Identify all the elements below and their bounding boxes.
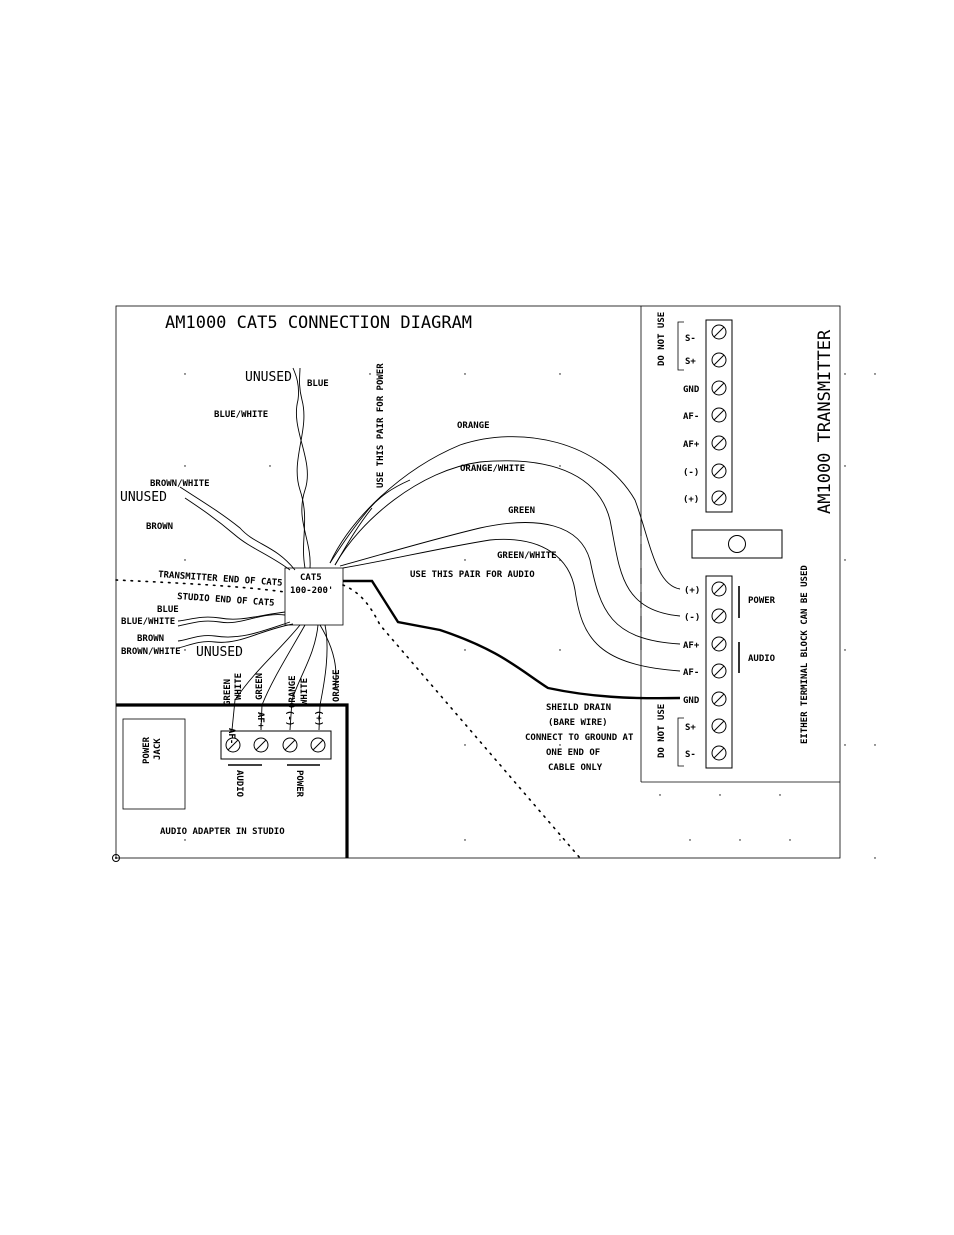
do-not-use-bracket (677, 717, 684, 767)
bottom-terminal-label: S+ (685, 723, 696, 733)
frame-corner-marker (112, 854, 120, 862)
bottom-terminal-block (705, 575, 733, 769)
shield-note-line: CONNECT TO GROUND AT (525, 733, 634, 743)
blue-white-wire-left (177, 614, 286, 627)
studio-wire-label: GREEN (255, 673, 265, 700)
top-terminal-block (705, 319, 733, 513)
transmitter-audio-label: AUDIO (748, 654, 776, 664)
transmitter-title: AM1000 TRANSMITTER (815, 329, 835, 514)
blue-label: BLUE (307, 379, 329, 389)
studio-audio-label: AUDIO (234, 770, 244, 798)
studio-terminal-label: AF- (226, 728, 236, 744)
blue-wire-left (177, 611, 286, 622)
unused-label: UNUSED (245, 370, 292, 385)
studio-wire-label: WHITE (234, 673, 244, 700)
unused-label: UNUSED (120, 490, 167, 505)
green-label: GREEN (508, 506, 535, 516)
diagram-title: AM1000 CAT5 CONNECTION DIAGRAM (165, 313, 472, 333)
shield-note-line: (BARE WIRE) (548, 718, 608, 728)
unused-label: UNUSED (196, 645, 243, 660)
shield-note-line: ONE END OF (546, 748, 600, 758)
drawing-frame (115, 305, 841, 859)
studio-adapter-enclosure (116, 703, 349, 858)
bottom-terminal-label: (+) (684, 586, 700, 596)
brown-white-wire-top (179, 486, 296, 571)
top-do-not-use-label: DO NOT USE (657, 312, 667, 366)
studio-green-wire (231, 624, 301, 731)
power-jack (122, 718, 186, 810)
orange-white-label: ORANGE/WHITE (460, 464, 525, 474)
studio-green-white-wire (260, 624, 306, 731)
grid-dots (184, 373, 876, 859)
studio-wire-label: ORANGE (332, 669, 342, 702)
bottom-terminal-label: S- (685, 750, 696, 760)
top-terminal-label: AF- (683, 412, 699, 422)
brown-wire-top (184, 497, 291, 571)
studio-terminal-label: AF+ (255, 712, 265, 729)
brown-white-wire-left (177, 623, 294, 649)
top-terminal-label: AF+ (683, 440, 700, 450)
studio-terminal-block (220, 730, 332, 760)
shield-drain-wire (343, 579, 681, 700)
transmitter-end-boundary (115, 579, 286, 593)
bottom-terminal-label: AF+ (683, 641, 700, 651)
fuse-holder (691, 529, 783, 559)
brown-label: BROWN (146, 522, 173, 532)
cable-length: 100-200' (290, 586, 333, 596)
blue-white-wire-top (292, 367, 311, 569)
cable-label: CAT5 (300, 573, 322, 583)
audio-pair-note: USE THIS PAIR FOR AUDIO (410, 570, 535, 580)
power-jack-label: POWER (142, 736, 152, 764)
power-pair-note: USE THIS PAIR FOR POWER (376, 363, 386, 488)
cat5-cable-box (284, 567, 344, 626)
studio-wire-label: WHITE (300, 678, 310, 705)
studio-orange-wire (289, 624, 319, 731)
transmitter-power-label: POWER (748, 596, 776, 606)
power-jack-label: JACK (153, 738, 163, 760)
green-wire (339, 522, 681, 645)
top-terminal-label: (+) (683, 495, 699, 505)
blue-wire-top (296, 367, 306, 569)
bottom-do-not-use-label: DO NOT USE (657, 704, 667, 758)
studio-adapter-label: AUDIO ADAPTER IN STUDIO (160, 827, 285, 837)
studio-end-label: STUDIO END OF CAT5 (177, 592, 275, 609)
orange-label: ORANGE (457, 421, 490, 431)
orange-white-wire (334, 460, 681, 617)
brown-wire-left (177, 621, 291, 642)
studio-end-boundary (342, 584, 581, 859)
brown-white-label: BROWN/WHITE (150, 479, 210, 489)
top-terminal-label: GND (683, 385, 700, 395)
blue-white-label: BLUE/WHITE (121, 617, 175, 627)
bottom-terminal-label: AF- (683, 668, 699, 678)
blue-label: BLUE (157, 605, 179, 615)
bottom-terminal-label: GND (683, 696, 700, 706)
shield-note-line: CABLE ONLY (548, 763, 603, 773)
brown-white-label: BROWN/WHITE (121, 647, 181, 657)
green-white-wire (342, 538, 681, 672)
studio-wire-label: GREEN (223, 679, 233, 706)
studio-terminal-label: (-) (284, 710, 294, 726)
top-terminal-label: S- (685, 334, 696, 344)
brown-label: BROWN (137, 634, 164, 644)
do-not-use-bracket (677, 321, 684, 371)
top-terminal-label: (-) (683, 468, 699, 478)
studio-wire-label: ORANGE (288, 675, 298, 708)
top-terminal-label: S+ (685, 357, 696, 367)
shield-note-line: SHEILD DRAIN (546, 703, 611, 713)
studio-power-label: POWER (294, 770, 304, 798)
studio-terminal-label: (+) (313, 710, 323, 726)
green-white-label: GREEN/WHITE (497, 551, 557, 561)
blue-white-label: BLUE/WHITE (214, 410, 268, 420)
either-block-note: EITHER TERMINAL BLOCK CAN BE USED (800, 565, 810, 744)
bottom-terminal-label: (-) (684, 613, 700, 623)
